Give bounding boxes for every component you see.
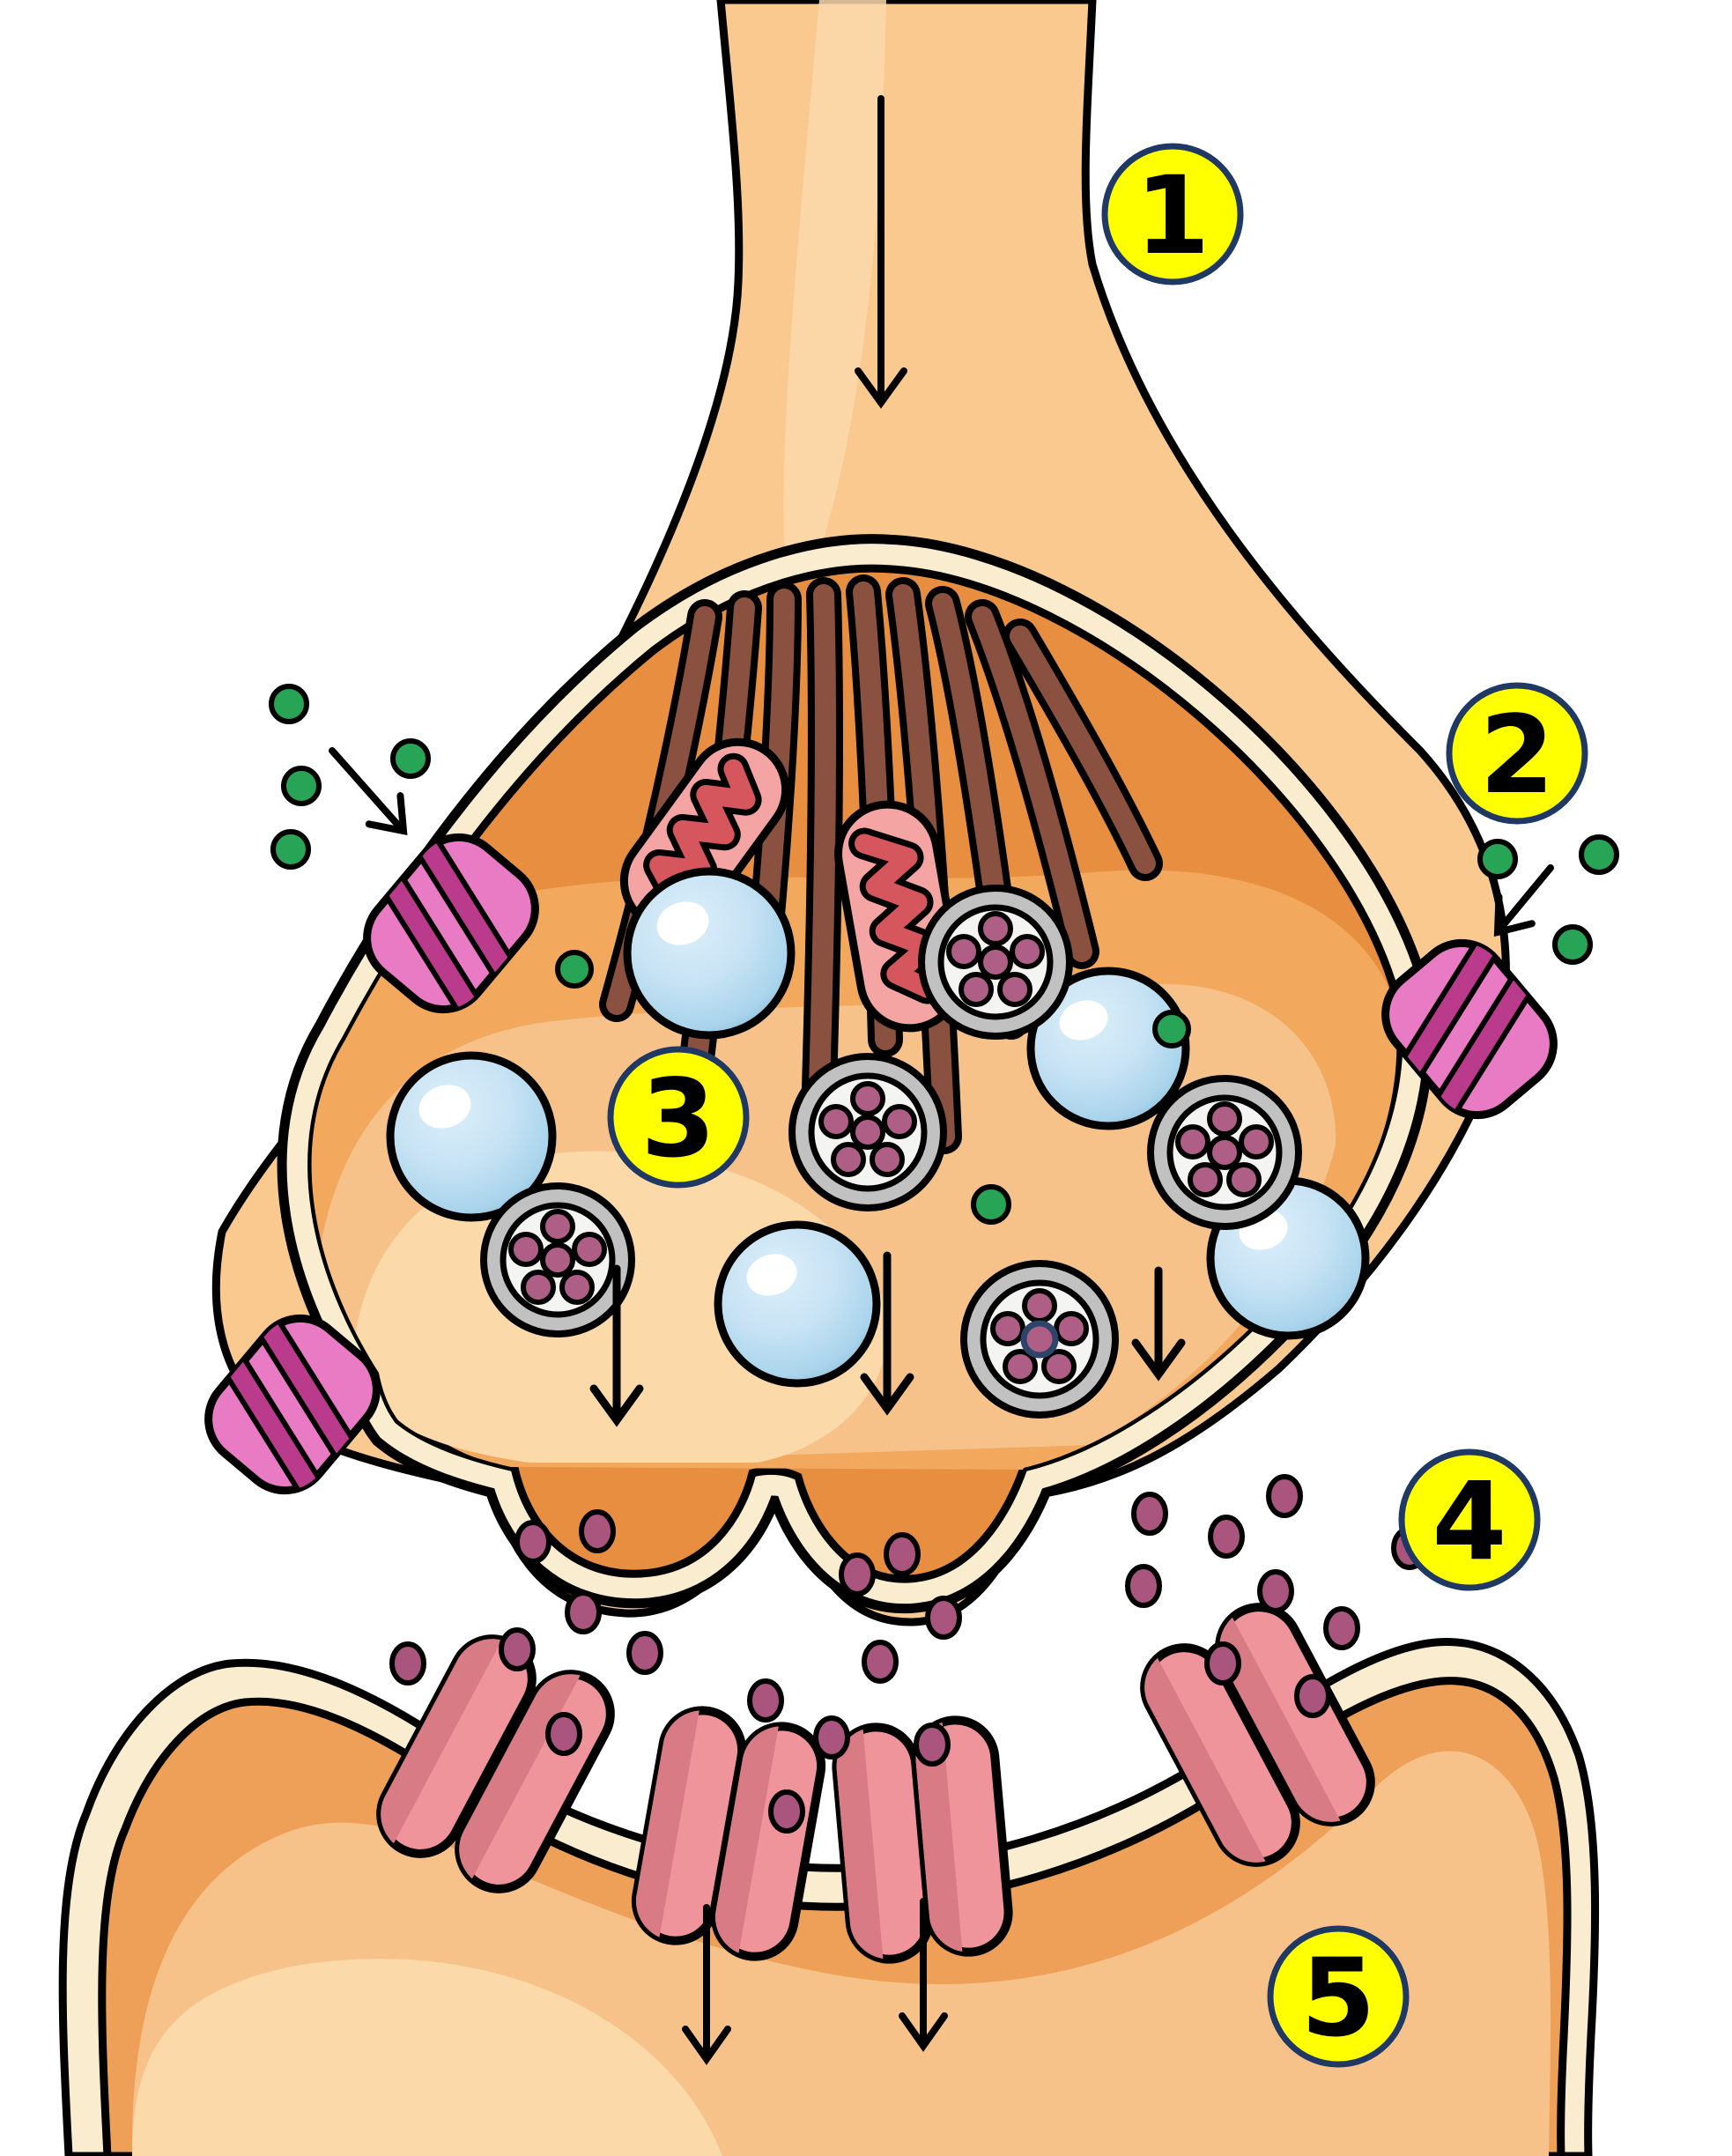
action-potential-arrow xyxy=(855,95,907,409)
synaptic-vesicle xyxy=(480,1182,635,1337)
vesicle-release-arrows xyxy=(589,1251,1186,1427)
step-label-4-text: 4 xyxy=(1432,1459,1507,1584)
step-label-3: 3 xyxy=(607,1046,750,1189)
step-label-2: 2 xyxy=(1446,682,1588,825)
postsynaptic-signal-arrows xyxy=(682,1898,948,2065)
synaptic-vesicle xyxy=(918,885,1073,1040)
step-label-3-text: 3 xyxy=(641,1056,716,1182)
ion-influx-arrow-right xyxy=(1493,864,1554,937)
synaptic-vesicle-docking xyxy=(960,1260,1119,1419)
postsynaptic-cell xyxy=(58,1603,1600,2156)
blue-sphere xyxy=(1026,967,1190,1130)
receptor-pair-mid-right xyxy=(832,1715,1013,1964)
calcium-ions-right xyxy=(1477,834,1619,965)
synaptic-vesicle xyxy=(788,1053,947,1211)
postsynaptic-cytoplasm-shading xyxy=(131,1751,1551,2156)
step-label-1-text: 1 xyxy=(1136,153,1210,278)
calcium-channel-upper-left xyxy=(363,822,539,1028)
blue-sphere xyxy=(386,1051,557,1222)
synaptic-vesicle xyxy=(1147,1075,1302,1230)
calcium-channel-right xyxy=(1381,924,1558,1130)
neurotransmitter-dots xyxy=(389,1474,1428,1834)
step-label-1: 1 xyxy=(1101,143,1244,285)
step-label-5: 5 xyxy=(1267,1925,1410,2068)
blue-sphere xyxy=(623,867,796,1040)
step-label-2-text: 2 xyxy=(1480,693,1555,818)
navy-ring-dot xyxy=(1020,1320,1059,1359)
presynaptic-neuron xyxy=(204,0,1558,1626)
blue-sphere xyxy=(714,1220,881,1388)
axon-highlight xyxy=(783,0,886,617)
step-label-4: 4 xyxy=(1398,1448,1541,1591)
calcium-ions-inside xyxy=(555,950,1191,1225)
ion-influx-arrow-left xyxy=(329,747,408,835)
receptor-pair-mid-left xyxy=(629,1704,826,1961)
step-label-5-text: 5 xyxy=(1301,1936,1376,2061)
calcium-ions-left xyxy=(269,684,431,870)
